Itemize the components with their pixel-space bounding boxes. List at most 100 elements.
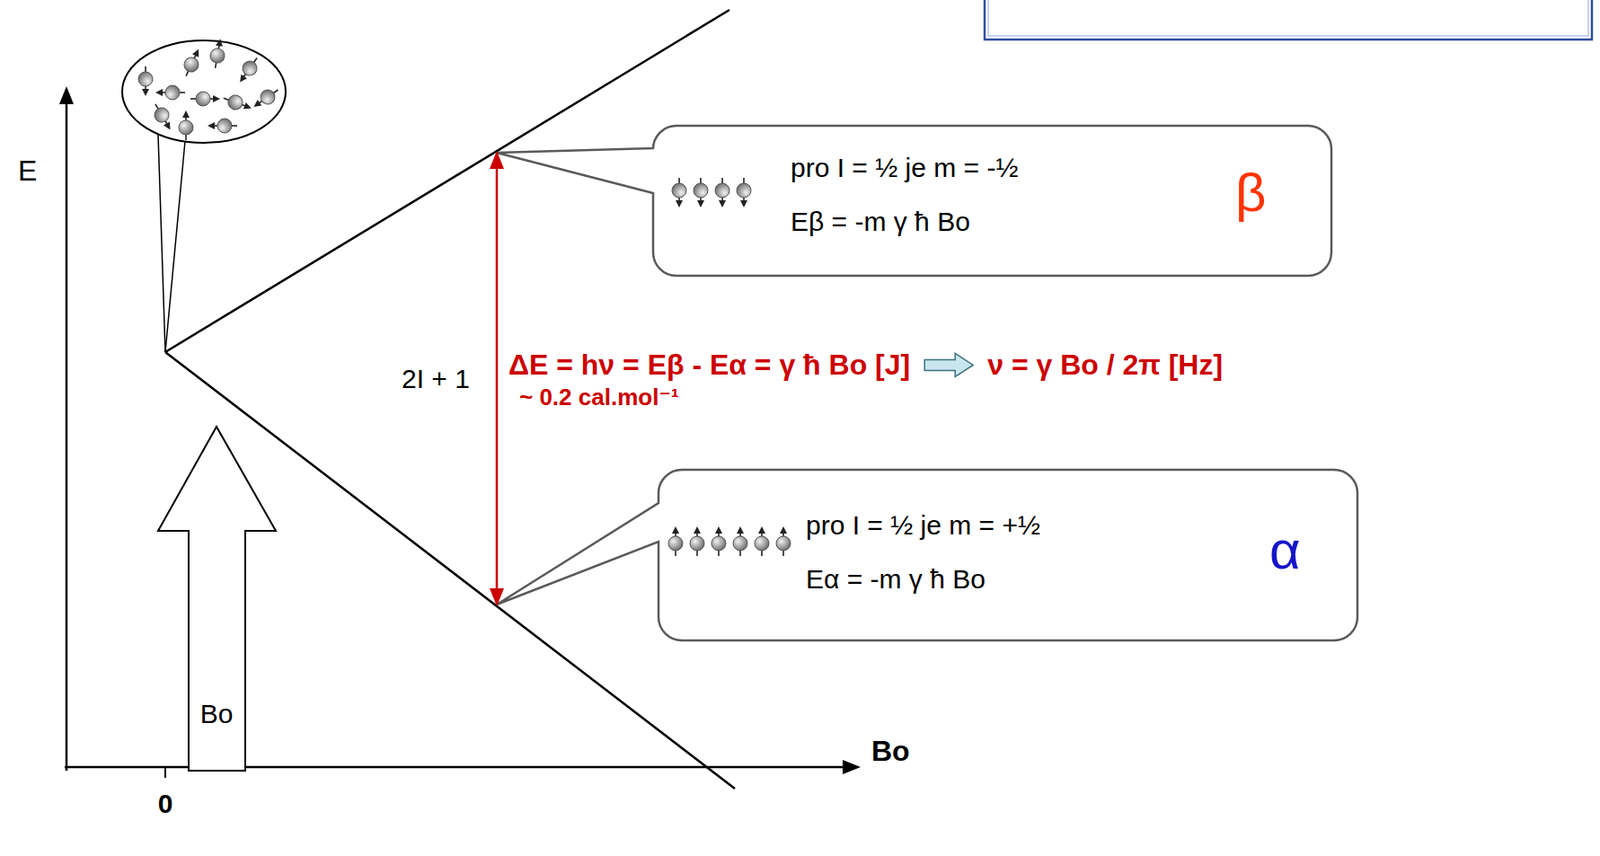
- spin-ball: [217, 118, 232, 133]
- spin-ball: [776, 536, 791, 551]
- spin: [736, 177, 752, 208]
- spin: [178, 110, 194, 141]
- spin-arrowhead: [192, 47, 203, 58]
- spin-arrowhead: [237, 74, 248, 85]
- spin-ball: [138, 71, 153, 87]
- callout-box: pro I = ½ je m = +½ Eα = -m γ ħ Bo α: [658, 469, 1358, 641]
- alpha-level-line: [165, 352, 735, 789]
- frame-box: [984, 0, 1592, 40]
- spin-ball: [754, 536, 770, 551]
- frame-inner: [988, 0, 1589, 36]
- spin: [220, 91, 254, 115]
- spin: [715, 177, 730, 208]
- implies-arrow: [924, 353, 973, 377]
- spin-arrowhead: [718, 200, 726, 208]
- spin: [693, 177, 708, 208]
- field-arrow: [158, 426, 276, 771]
- energy-axis: [65, 100, 69, 771]
- spin-ball: [178, 120, 194, 135]
- spin: [733, 526, 748, 557]
- state-text: pro I = ½ je m = +½: [805, 510, 1041, 542]
- spin-ball: [209, 47, 227, 65]
- spin-ball: [195, 91, 211, 107]
- spin-ball: [668, 536, 683, 551]
- implies-arrow: [924, 353, 973, 377]
- spin-ball: [693, 183, 708, 198]
- origin-label: 0: [158, 788, 174, 821]
- transition-arrowhead: [489, 588, 504, 607]
- spin-ball: [257, 87, 278, 107]
- spin: [754, 526, 770, 557]
- spin-arrowhead: [740, 200, 748, 208]
- spin-ball: [733, 536, 748, 551]
- spin-ball: [226, 93, 246, 113]
- spin: [711, 526, 726, 557]
- state-text: Eβ = -m γ ħ Bo: [790, 206, 971, 239]
- axis-label: E: [17, 154, 37, 188]
- spin: [179, 45, 205, 80]
- transition-arrow: [495, 161, 499, 596]
- spin-ball: [151, 105, 172, 125]
- spin-arrowhead: [163, 122, 174, 133]
- spin-arrowhead: [693, 526, 701, 534]
- callout-outline: [496, 469, 1358, 641]
- spin-arrowhead: [251, 99, 262, 110]
- spin-arrowhead: [671, 526, 680, 534]
- spin-ball: [671, 183, 687, 198]
- spin: [138, 66, 153, 97]
- bubble-pointer: [158, 134, 166, 353]
- spin: [671, 177, 687, 208]
- state-text: Eα = -m γ ħ Bo: [805, 564, 986, 596]
- spin-arrowhead: [215, 38, 224, 47]
- spin-arrowhead: [736, 526, 744, 534]
- field-axis: [64, 766, 847, 770]
- axis-arrowhead: [842, 760, 861, 775]
- field-label: Bo: [200, 698, 234, 731]
- energy-equation: ΔE = hν = Eβ - Eα = γ ħ Bo [J]: [508, 348, 911, 382]
- random-spins: [138, 37, 283, 141]
- spin-arrowhead: [758, 526, 766, 534]
- spin: [190, 91, 221, 107]
- spin: [689, 526, 705, 557]
- spin-ball: [736, 183, 752, 198]
- spin-arrowhead: [207, 122, 215, 130]
- axis-label: Bo: [871, 734, 911, 769]
- spin: [668, 526, 683, 557]
- transition-arrowhead: [489, 150, 504, 169]
- spin: [207, 118, 238, 133]
- bubble-pointer: [165, 141, 186, 353]
- spin-ball: [239, 58, 260, 79]
- multiplicity-label: 2I + 1: [401, 363, 470, 396]
- spin-arrowhead: [675, 200, 683, 208]
- spin-ball: [181, 54, 201, 74]
- callout-outline: [496, 125, 1332, 276]
- spin: [776, 526, 791, 557]
- spin-arrowhead: [155, 88, 163, 97]
- callout-box: pro I = ½ je m = -½Eβ = -m γ ħ Boβ: [653, 125, 1332, 276]
- spin: [149, 100, 177, 134]
- spin-arrowhead: [212, 95, 221, 103]
- spin-ball: [711, 536, 726, 551]
- spin-ball: [715, 183, 730, 198]
- state-symbol: α: [1269, 519, 1301, 582]
- spin-arrowhead: [141, 88, 150, 97]
- frequency-equation: ν = γ Bo / 2π [Hz]: [987, 348, 1223, 382]
- spin: [249, 83, 283, 113]
- spin: [234, 53, 264, 87]
- state-text: pro I = ½ je m = -½: [790, 152, 1018, 185]
- spin-ball: [165, 85, 180, 100]
- spin: [208, 37, 228, 70]
- spin: [155, 85, 186, 100]
- energy-value: ~ 0.2 cal.mol⁻¹: [519, 384, 680, 412]
- callouts: [496, 125, 1358, 641]
- spin-arrowhead: [182, 110, 190, 118]
- spin-arrowhead: [243, 102, 253, 112]
- spin-arrowhead: [779, 526, 787, 534]
- axis-arrowhead: [59, 86, 74, 105]
- spin-ball: [689, 536, 705, 551]
- spin-bubble: [122, 40, 286, 143]
- spin-arrowhead: [697, 200, 705, 208]
